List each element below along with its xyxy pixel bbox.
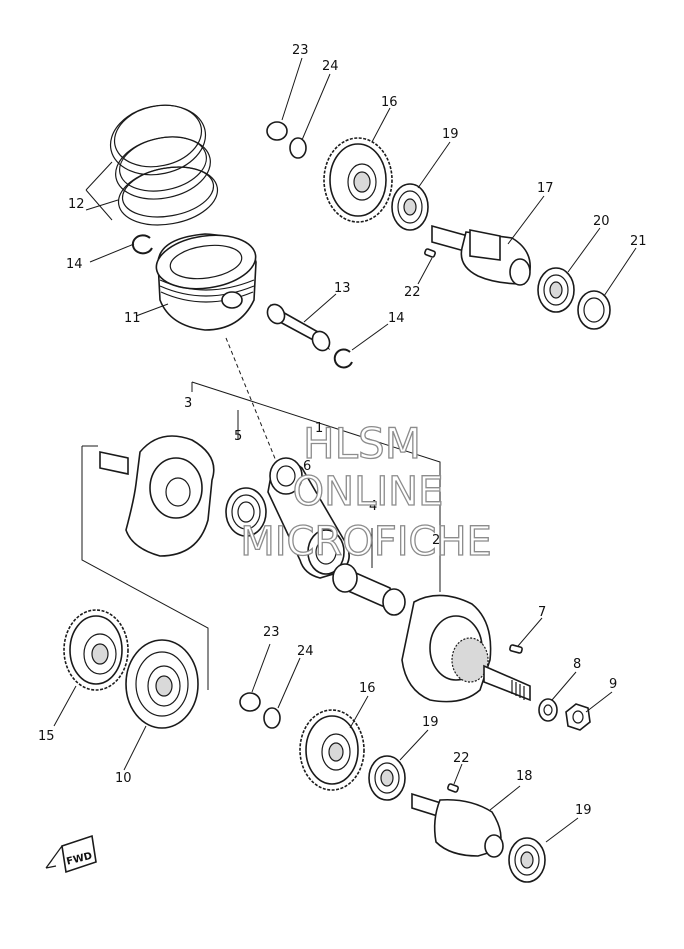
callout-15: 15 xyxy=(38,729,55,744)
callout-9: 9 xyxy=(609,677,617,692)
oil-seal-21[interactable] xyxy=(577,290,611,330)
bearing-mid[interactable] xyxy=(368,755,406,801)
balancer-gear-bottom[interactable] xyxy=(299,709,365,791)
nut-top[interactable] xyxy=(266,121,288,141)
fwd-marker: FWD xyxy=(45,834,97,874)
callout-23-bottom: 23 xyxy=(263,625,280,640)
crankshaft-left[interactable] xyxy=(99,435,215,557)
crank-pin[interactable] xyxy=(332,563,406,616)
callout-14-right: 14 xyxy=(388,311,405,326)
callout-17: 17 xyxy=(537,181,554,196)
callout-11: 11 xyxy=(124,311,141,326)
leader-lines xyxy=(53,57,637,843)
crankshaft-right[interactable] xyxy=(401,594,531,703)
callout-12: 12 xyxy=(68,197,85,212)
callout-23-top: 23 xyxy=(292,43,309,58)
circlip-top[interactable] xyxy=(131,234,153,255)
callout-21: 21 xyxy=(630,234,647,249)
callout-3: 3 xyxy=(184,396,192,411)
washer-8[interactable] xyxy=(538,698,558,722)
callout-20: 20 xyxy=(593,214,610,229)
watermark-line-1: HLSM xyxy=(303,419,421,468)
callout-19-top: 19 xyxy=(442,127,459,142)
key-top[interactable] xyxy=(424,248,436,258)
bearing-20[interactable] xyxy=(537,267,575,313)
watermark-line-3: MICROFICHE xyxy=(240,519,492,565)
watermark: HLSM ONLINE MICROFICHE xyxy=(240,418,493,565)
callout-10: 10 xyxy=(115,771,132,786)
callout-13: 13 xyxy=(334,281,351,296)
primary-drive-gear[interactable] xyxy=(63,609,129,691)
callout-14-left: 14 xyxy=(66,257,83,272)
key-bottom[interactable] xyxy=(447,783,459,793)
bearing-top[interactable] xyxy=(391,183,429,231)
callout-2: 2 xyxy=(432,533,440,548)
piston-rings[interactable] xyxy=(104,97,222,232)
balancer-shaft-top[interactable] xyxy=(431,224,531,286)
callout-19-bottom: 19 xyxy=(575,803,592,818)
callout-18: 18 xyxy=(516,769,533,784)
balancer-shaft-bottom[interactable] xyxy=(411,792,504,858)
callout-22-bottom: 22 xyxy=(453,751,470,766)
piston[interactable] xyxy=(153,229,259,331)
callout-16-top: 16 xyxy=(381,95,398,110)
callout-5: 5 xyxy=(234,429,242,444)
callout-24-top: 24 xyxy=(322,59,339,74)
washer-top[interactable] xyxy=(289,137,307,159)
needle-bearing[interactable] xyxy=(225,487,267,537)
callout-labels: 23 24 16 19 17 20 21 22 12 14 11 13 14 3… xyxy=(38,43,647,818)
callout-19-mid: 19 xyxy=(422,715,439,730)
callout-4: 4 xyxy=(369,499,377,514)
callout-1: 1 xyxy=(315,421,323,436)
bearing-bottom[interactable] xyxy=(508,837,546,883)
nut-bottom[interactable] xyxy=(239,692,261,712)
connecting-rod[interactable] xyxy=(267,457,350,579)
callout-22-top: 22 xyxy=(404,285,421,300)
assembly-guide-lines xyxy=(81,337,441,690)
fwd-arrow-icon xyxy=(45,845,63,869)
callout-8: 8 xyxy=(573,657,581,672)
washer-bottom[interactable] xyxy=(263,707,281,729)
callout-7: 7 xyxy=(538,605,546,620)
circlip-bottom[interactable] xyxy=(333,348,353,369)
balancer-gear-top[interactable] xyxy=(323,137,393,223)
woodruff-key[interactable] xyxy=(509,644,523,654)
watermark-line-2: ONLINE xyxy=(293,469,444,515)
piston-pin[interactable] xyxy=(264,301,333,353)
callout-16-bottom: 16 xyxy=(359,681,376,696)
nut-9[interactable] xyxy=(565,703,591,731)
crank-bearing[interactable] xyxy=(125,639,199,729)
callout-24-bottom: 24 xyxy=(297,644,314,659)
callout-6: 6 xyxy=(303,459,311,474)
